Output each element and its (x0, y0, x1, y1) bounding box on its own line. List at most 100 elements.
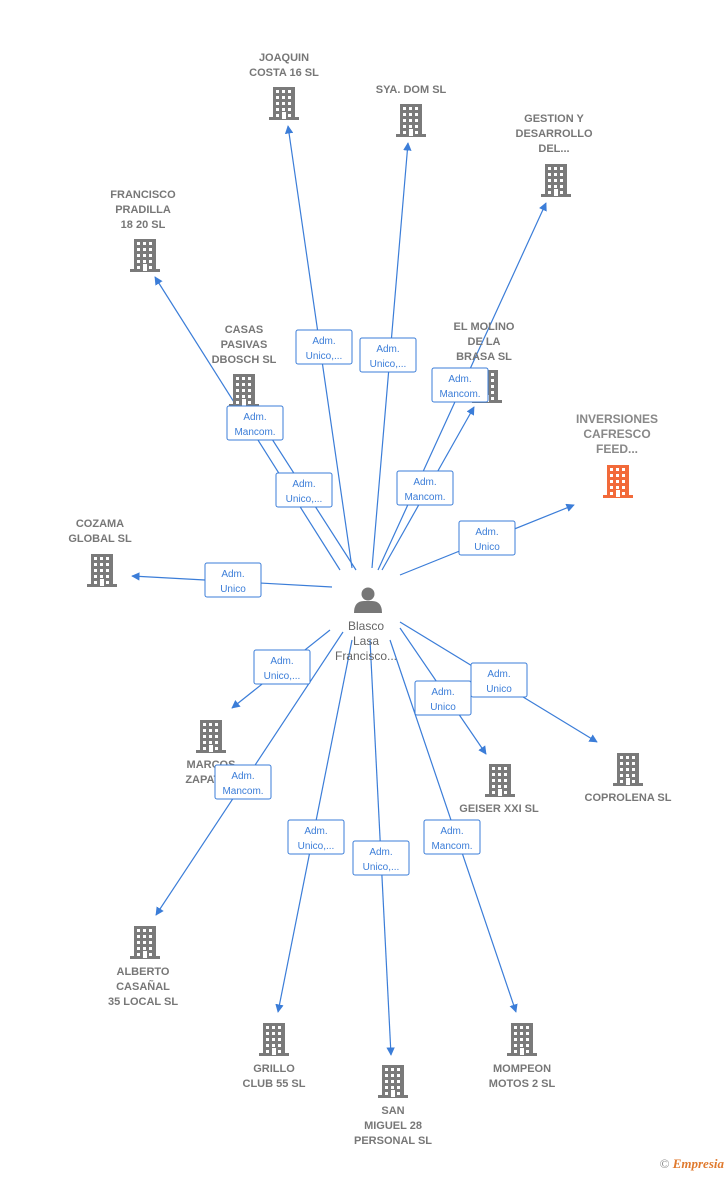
company-label-line: CLUB 55 SL (243, 1078, 306, 1090)
person-name-line: Francisco... (335, 649, 397, 663)
company-label-line: DESARROLLO (516, 128, 593, 140)
company-label-line: DEL... (538, 143, 569, 155)
brand-name: Empresia (672, 1156, 724, 1171)
building-icon[interactable] (613, 753, 643, 786)
role-text: Adm. (413, 477, 436, 488)
role-text: Adm. (431, 687, 454, 698)
company-label-line: DE LA (468, 336, 501, 348)
role-text: Adm. (270, 656, 293, 667)
company-label[interactable]: GRILLO CLUB 55 SL (243, 1063, 306, 1090)
role-badge-inversiones: Adm.Unico (458, 520, 516, 556)
company-label-line: CASAS (225, 324, 264, 336)
role-text: Mancom. (439, 389, 480, 400)
role-badge-molino: Adm. Mancom. (396, 470, 454, 506)
company-label[interactable]: COPROLENA SL (585, 792, 672, 804)
company-node-joaquin[interactable]: JOAQUIN COSTA 16 SL (249, 52, 319, 120)
company-label-line: INVERSIONES (576, 412, 658, 426)
company-node-sya[interactable]: SYA. DOM SL (376, 84, 447, 137)
role-text: Adm. (487, 669, 510, 680)
person-name-line: Blasco (348, 619, 384, 633)
building-icon[interactable] (396, 104, 426, 137)
company-node-alberto[interactable]: ALBERTO CASAÑAL 35 LOCAL SL (108, 926, 178, 1008)
role-text: Mancom. (234, 427, 275, 438)
company-label[interactable]: JOAQUIN COSTA 16 SL (249, 52, 319, 79)
company-label[interactable]: GEISER XXI SL (459, 803, 539, 815)
company-label-line: SAN (381, 1105, 404, 1117)
role-badge-gestion: Adm. Mancom. (431, 367, 489, 403)
building-icon[interactable] (485, 764, 515, 797)
role-badge-mompeon: Adm. Mancom. (423, 819, 481, 855)
role-text: Unico,... (363, 862, 400, 873)
company-label-line: CAFRESCO (583, 427, 650, 441)
company-label-line: DBOSCH SL (212, 354, 277, 366)
company-label-line: GLOBAL SL (68, 533, 132, 545)
role-text: Unico (430, 702, 456, 713)
role-badge-marcos: Adm. Unico,... (253, 649, 311, 685)
company-label-line: CASAÑAL (116, 980, 170, 993)
person-icon[interactable] (354, 587, 382, 614)
building-icon[interactable] (229, 374, 259, 407)
role-text: Adm. (448, 374, 471, 385)
building-icon[interactable] (259, 1023, 289, 1056)
role-text: Adm. (440, 826, 463, 837)
role-badge-cozama: Adm.Unico (204, 562, 262, 598)
role-badge-grillo: Adm. Unico,... (287, 819, 345, 855)
building-icon[interactable] (130, 926, 160, 959)
role-text: Unico (486, 684, 512, 695)
building-icon[interactable] (507, 1023, 537, 1056)
building-icon[interactable] (378, 1065, 408, 1098)
building-icon[interactable] (196, 720, 226, 753)
role-text: Unico,... (264, 671, 301, 682)
company-label-line: BRASA SL (456, 351, 512, 363)
company-label[interactable]: ALBERTO CASAÑAL 35 LOCAL SL (108, 966, 178, 1008)
role-badge-coprolena: Adm. Unico (470, 662, 528, 698)
building-icon[interactable] (541, 164, 571, 197)
building-icon[interactable] (603, 465, 633, 498)
role-text: Unico,... (306, 351, 343, 362)
company-label-line: 18 20 SL (121, 219, 166, 231)
company-label-line: FEED... (596, 442, 638, 456)
role-text: Adm. (231, 771, 254, 782)
company-label-line: COSTA 16 SL (249, 67, 319, 79)
company-label[interactable]: COZAMA GLOBAL SL (68, 518, 132, 545)
copyright-symbol: © (659, 1156, 670, 1171)
role-text: Mancom. (431, 841, 472, 852)
role-text: Mancom. (404, 492, 445, 503)
company-node-geiser[interactable]: GEISER XXI SL (459, 764, 539, 815)
company-label-line: PERSONAL SL (354, 1135, 432, 1147)
company-label-line: JOAQUIN (259, 52, 309, 64)
company-label-line: COZAMA (76, 518, 124, 530)
role-text: Adm. (292, 479, 315, 490)
role-badge-joaquin: Adm.Unico,... (295, 329, 353, 365)
building-icon[interactable] (87, 554, 117, 587)
company-node-cozama[interactable]: COZAMA GLOBAL SL (68, 518, 132, 587)
role-text: Adm. (304, 826, 327, 837)
company-node-grillo[interactable]: GRILLO CLUB 55 SL (243, 1023, 306, 1090)
company-label[interactable]: SYA. DOM SL (376, 84, 447, 96)
building-icon[interactable] (269, 87, 299, 120)
building-icon[interactable] (130, 239, 160, 272)
company-label-line: MOTOS 2 SL (489, 1078, 556, 1090)
company-label-line: 35 LOCAL SL (108, 996, 178, 1008)
company-node-coprolena[interactable]: COPROLENA SL (585, 753, 672, 804)
company-label-line: ALBERTO (117, 966, 170, 978)
company-label-line: GRILLO (253, 1063, 295, 1075)
role-text: Unico,... (298, 841, 335, 852)
